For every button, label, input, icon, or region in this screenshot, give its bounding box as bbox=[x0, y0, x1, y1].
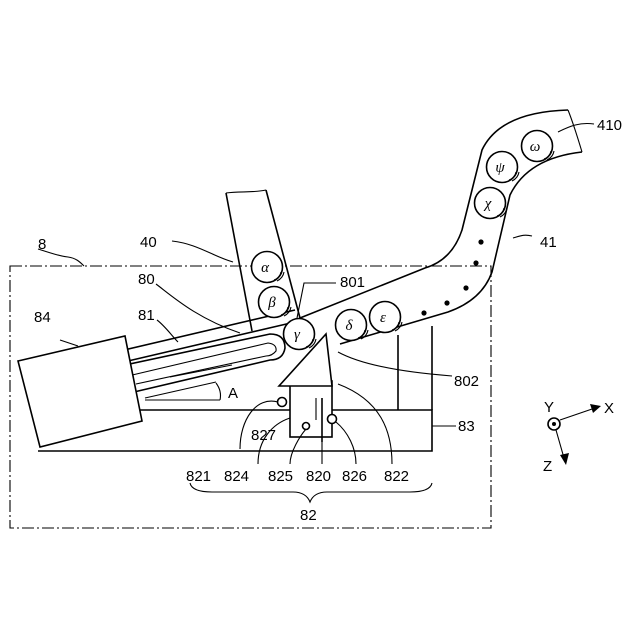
ball-psi: ψ bbox=[487, 152, 520, 183]
ball-omega: ω bbox=[522, 131, 555, 162]
pin-825 bbox=[303, 423, 310, 430]
label-81: 81 bbox=[138, 307, 155, 324]
axis-z-label: Z bbox=[543, 458, 552, 475]
pin-827 bbox=[278, 398, 287, 407]
label-84: 84 bbox=[34, 309, 51, 326]
label-82: 82 bbox=[300, 507, 317, 524]
ball-chi: χ bbox=[475, 188, 508, 219]
ball-alpha: α bbox=[252, 252, 285, 283]
svg-text:χ: χ bbox=[483, 196, 492, 212]
svg-text:ψ: ψ bbox=[495, 160, 505, 176]
label-801: 801 bbox=[340, 274, 365, 291]
label-821: 821 bbox=[186, 468, 211, 485]
angle-a bbox=[145, 382, 221, 400]
pin-826 bbox=[328, 415, 337, 424]
label-822: 822 bbox=[384, 468, 409, 485]
x-arrow-icon bbox=[590, 404, 601, 413]
stopper-block bbox=[290, 381, 332, 437]
label-825: 825 bbox=[268, 468, 293, 485]
ball-delta: δ bbox=[336, 310, 369, 341]
label-83: 83 bbox=[458, 418, 475, 435]
stopper-82 bbox=[278, 334, 337, 442]
svg-text:β: β bbox=[267, 295, 276, 311]
svg-text:ε: ε bbox=[380, 310, 386, 326]
ball-beta: β bbox=[259, 287, 292, 318]
ball-gamma: γ bbox=[284, 319, 317, 350]
axis-x-label: X bbox=[604, 400, 614, 417]
label-824: 824 bbox=[224, 468, 249, 485]
label-410: 410 bbox=[597, 117, 622, 134]
actuator-84 bbox=[18, 336, 142, 447]
svg-text:α: α bbox=[261, 260, 270, 276]
axis-y-label: Y bbox=[544, 399, 554, 416]
rod-81 bbox=[120, 334, 285, 392]
label-80: 80 bbox=[138, 271, 155, 288]
label-802: 802 bbox=[454, 373, 479, 390]
svg-text:ω: ω bbox=[530, 139, 541, 155]
label-41: 41 bbox=[540, 234, 557, 251]
label-826: 826 bbox=[342, 468, 367, 485]
label-40: 40 bbox=[140, 234, 157, 251]
label-820: 820 bbox=[306, 468, 331, 485]
label-8: 8 bbox=[38, 236, 46, 253]
ball-epsilon: ε bbox=[370, 302, 403, 333]
axis-indicator: Y X Z bbox=[543, 399, 614, 475]
label-angle-a: A bbox=[228, 385, 238, 402]
label-827: 827 bbox=[251, 427, 276, 444]
svg-text:δ: δ bbox=[346, 318, 354, 334]
continuation-dots bbox=[421, 239, 483, 315]
z-arrow-icon bbox=[560, 453, 569, 465]
